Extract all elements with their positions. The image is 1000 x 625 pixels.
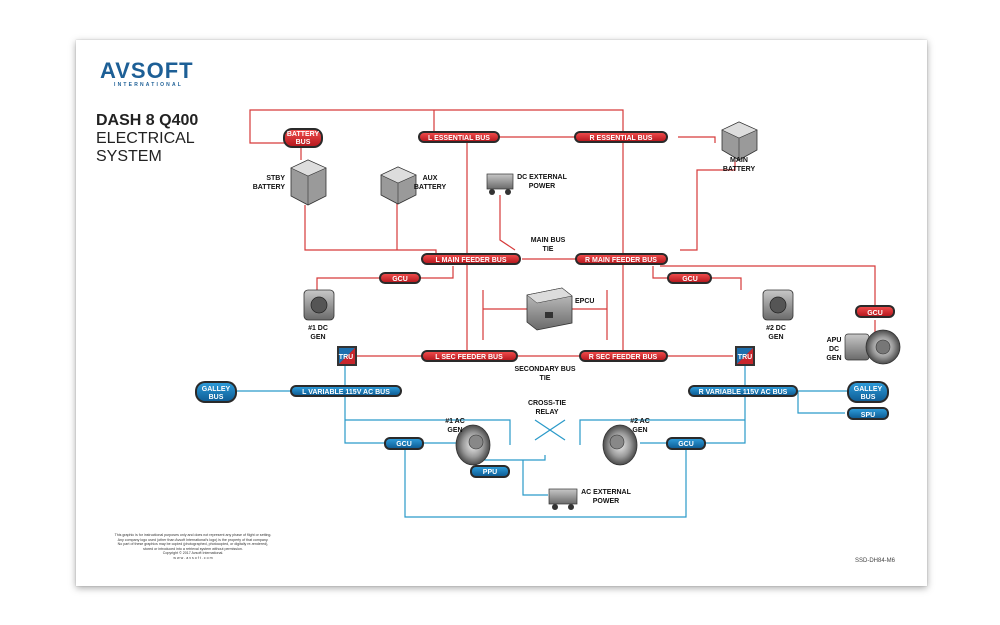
dc-external-power-icon [486, 173, 514, 195]
dc-bus-bars [283, 128, 895, 362]
galley-bus-left-label-2: BUS [209, 394, 224, 401]
tru-right-label: TRU [738, 354, 752, 361]
dc-gen-2-icon [762, 289, 794, 321]
epcu-label: EPCU [575, 298, 594, 305]
tru-left [337, 346, 357, 366]
disclaimer: This graphic is for instructional purpos… [88, 533, 298, 561]
cross-tie-relay-label-2: RELAY [535, 409, 558, 416]
gcu-right-ac-label: GCU [678, 441, 694, 448]
ac-gen-1-icon [455, 424, 491, 466]
secondary-bus-tie-label-1: SECONDARY BUS [514, 366, 575, 373]
ac-gen-2-label-1: #2 AC [630, 418, 650, 425]
stby-battery-label-2: BATTERY [253, 184, 286, 191]
main-bus-tie-label-1: MAIN BUS [531, 237, 566, 244]
disclaimer-line: Any company logo used (other than Avsoft… [117, 537, 269, 542]
logo-brand: AVSOFT [100, 58, 194, 83]
battery-bus-label-1: BATTERY [287, 131, 320, 138]
apu-dc-gen-icon [844, 329, 901, 365]
l-sec-feeder-bus-label: L SEC FEEDER BUS [435, 354, 503, 361]
apu-dc-gen-label-3: GEN [826, 355, 841, 362]
r-sec-feeder-bus-label: R SEC FEEDER BUS [589, 354, 658, 361]
aux-battery-label-2: BATTERY [414, 184, 447, 191]
l-essential-bus-label: L ESSENTIAL BUS [428, 135, 490, 142]
ac-gen-1-label-1: #1 AC [445, 418, 465, 425]
main-battery-label-1: MAIN [730, 157, 748, 164]
dc-gen-2-label-1: #2 DC [766, 325, 786, 332]
galley-bus-right-label-2: BUS [861, 394, 876, 401]
title-line-3: SYSTEM [96, 148, 162, 165]
dc-gen-2-label-2: GEN [768, 334, 783, 341]
diagram-title: DASH 8 Q400 ELECTRICAL SYSTEM [96, 112, 198, 166]
secondary-bus-tie-label-2: TIE [540, 375, 551, 382]
document-id: SSD-DH84-M6 [855, 558, 896, 564]
r-variable-ac-bus-label: R VARIABLE 115V AC BUS [699, 389, 788, 396]
disclaimer-line: This graphic is for instructional purpos… [114, 533, 272, 537]
epcu-icon [526, 287, 573, 331]
aux-battery-label-1: AUX [423, 175, 438, 182]
main-bus-tie-label-2: TIE [543, 246, 554, 253]
ac-bus-bars [195, 381, 889, 478]
spu-label: SPU [861, 412, 875, 419]
main-battery-label-2: BATTERY [723, 166, 756, 173]
apu-dc-gen-label-1: APU [827, 337, 842, 344]
cross-tie-relay-label-1: CROSS-TIE [528, 400, 566, 407]
ac-gen-2-label-2: GEN [632, 427, 647, 434]
ac-gen-1-label-2: GEN [447, 427, 462, 434]
r-essential-bus-label: R ESSENTIAL BUS [590, 135, 653, 142]
l-main-feeder-bus-label: L MAIN FEEDER BUS [435, 257, 506, 264]
logo-sub: INTERNATIONAL [114, 82, 184, 88]
stby-battery-icon [290, 159, 327, 206]
r-main-feeder-bus-label: R MAIN FEEDER BUS [585, 257, 657, 264]
apu-dc-gen-label-2: DC [829, 346, 839, 353]
ac-external-power-label-1: AC EXTERNAL [581, 489, 632, 496]
gcu-right-dc-label: GCU [682, 276, 698, 283]
ac-external-power-label-2: POWER [593, 498, 619, 505]
dc-gen-1-label-2: GEN [310, 334, 325, 341]
disclaimer-line: Copyright © 2017 Avsoft International. [162, 551, 224, 556]
dc-gen-1-label-1: #1 DC [308, 325, 328, 332]
disclaimer-line: stored or introduced into a retrieval sy… [143, 546, 243, 551]
gcu-apu-label: GCU [867, 310, 883, 317]
dc-gen-1-icon [303, 289, 335, 321]
dc-external-power-label-2: POWER [529, 183, 555, 190]
ac-gen-2-icon [602, 424, 638, 466]
gcu-left-ac-label: GCU [396, 441, 412, 448]
ac-external-power-icon [548, 488, 578, 510]
l-variable-ac-bus-label: L VARIABLE 115V AC BUS [302, 389, 390, 396]
tru-left-label: TRU [339, 354, 353, 361]
battery-bus-label-2: BUS [296, 139, 311, 146]
ppu-label: PPU [483, 469, 497, 476]
aux-battery-icon [380, 166, 417, 205]
dc-external-power-label-1: DC EXTERNAL [517, 174, 568, 181]
disclaimer-line: w w w . a v s o f t . c o m [173, 555, 213, 560]
avsoft-logo: AVSOFT INTERNATIONAL [100, 58, 194, 89]
galley-bus-left-label-1: GALLEY [202, 386, 231, 393]
title-line-2: ELECTRICAL [96, 130, 195, 147]
title-line-1: DASH 8 Q400 [96, 112, 199, 129]
gcu-left-dc-label: GCU [392, 276, 408, 283]
main-battery-icon [721, 121, 758, 161]
ac-wiring [237, 366, 848, 518]
disclaimer-line: No part of these graphics may be copied … [117, 542, 269, 547]
tru-right [735, 346, 755, 366]
stby-battery-label-1: STBY [266, 175, 285, 182]
galley-bus-right-label-1: GALLEY [854, 386, 883, 393]
